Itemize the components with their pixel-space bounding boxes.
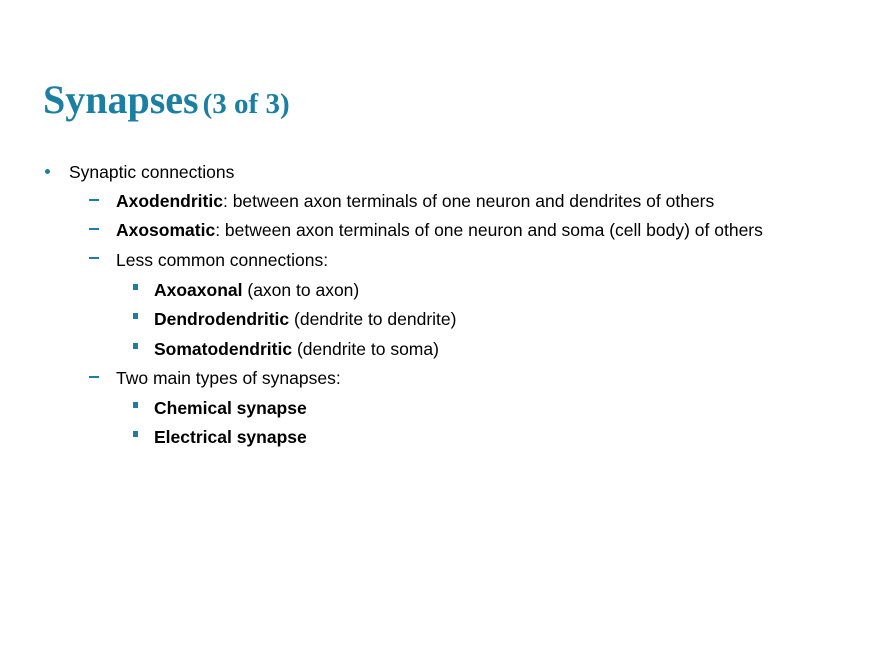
square-bullet-icon <box>133 313 138 319</box>
slide-title: Synapses (3 of 3) <box>43 76 290 123</box>
dash-icon <box>89 376 99 378</box>
bullet-synaptic-connections: Synaptic connections <box>69 162 235 182</box>
square-bullet-icon <box>133 431 138 437</box>
dash-icon <box>89 257 99 259</box>
square-bullet-icon <box>133 402 138 408</box>
bullet-axosomatic: Axosomatic: between axon terminals of on… <box>116 220 763 240</box>
bullet-somatodendritic: Somatodendritic (dendrite to soma) <box>154 339 439 359</box>
bullet-dot-icon <box>45 169 50 174</box>
bullet-axodendritic: Axodendritic: between axon terminals of … <box>116 191 715 211</box>
bullet-less-common: Less common connections: <box>116 250 329 270</box>
bullet-electrical-synapse: Electrical synapse <box>154 427 307 447</box>
dash-icon <box>89 199 99 201</box>
bullet-chemical-synapse: Chemical synapse <box>154 398 307 418</box>
bullet-two-main-types: Two main types of synapses: <box>116 368 341 388</box>
bullet-dendrodendritic: Dendrodendritic (dendrite to dendrite) <box>154 309 457 329</box>
title-main: Synapses <box>43 77 199 122</box>
square-bullet-icon <box>133 343 138 349</box>
square-bullet-icon <box>133 284 138 290</box>
title-sub: (3 of 3) <box>202 88 290 120</box>
bullet-axoaxonal: Axoaxonal (axon to axon) <box>154 280 360 300</box>
dash-icon <box>89 228 99 230</box>
